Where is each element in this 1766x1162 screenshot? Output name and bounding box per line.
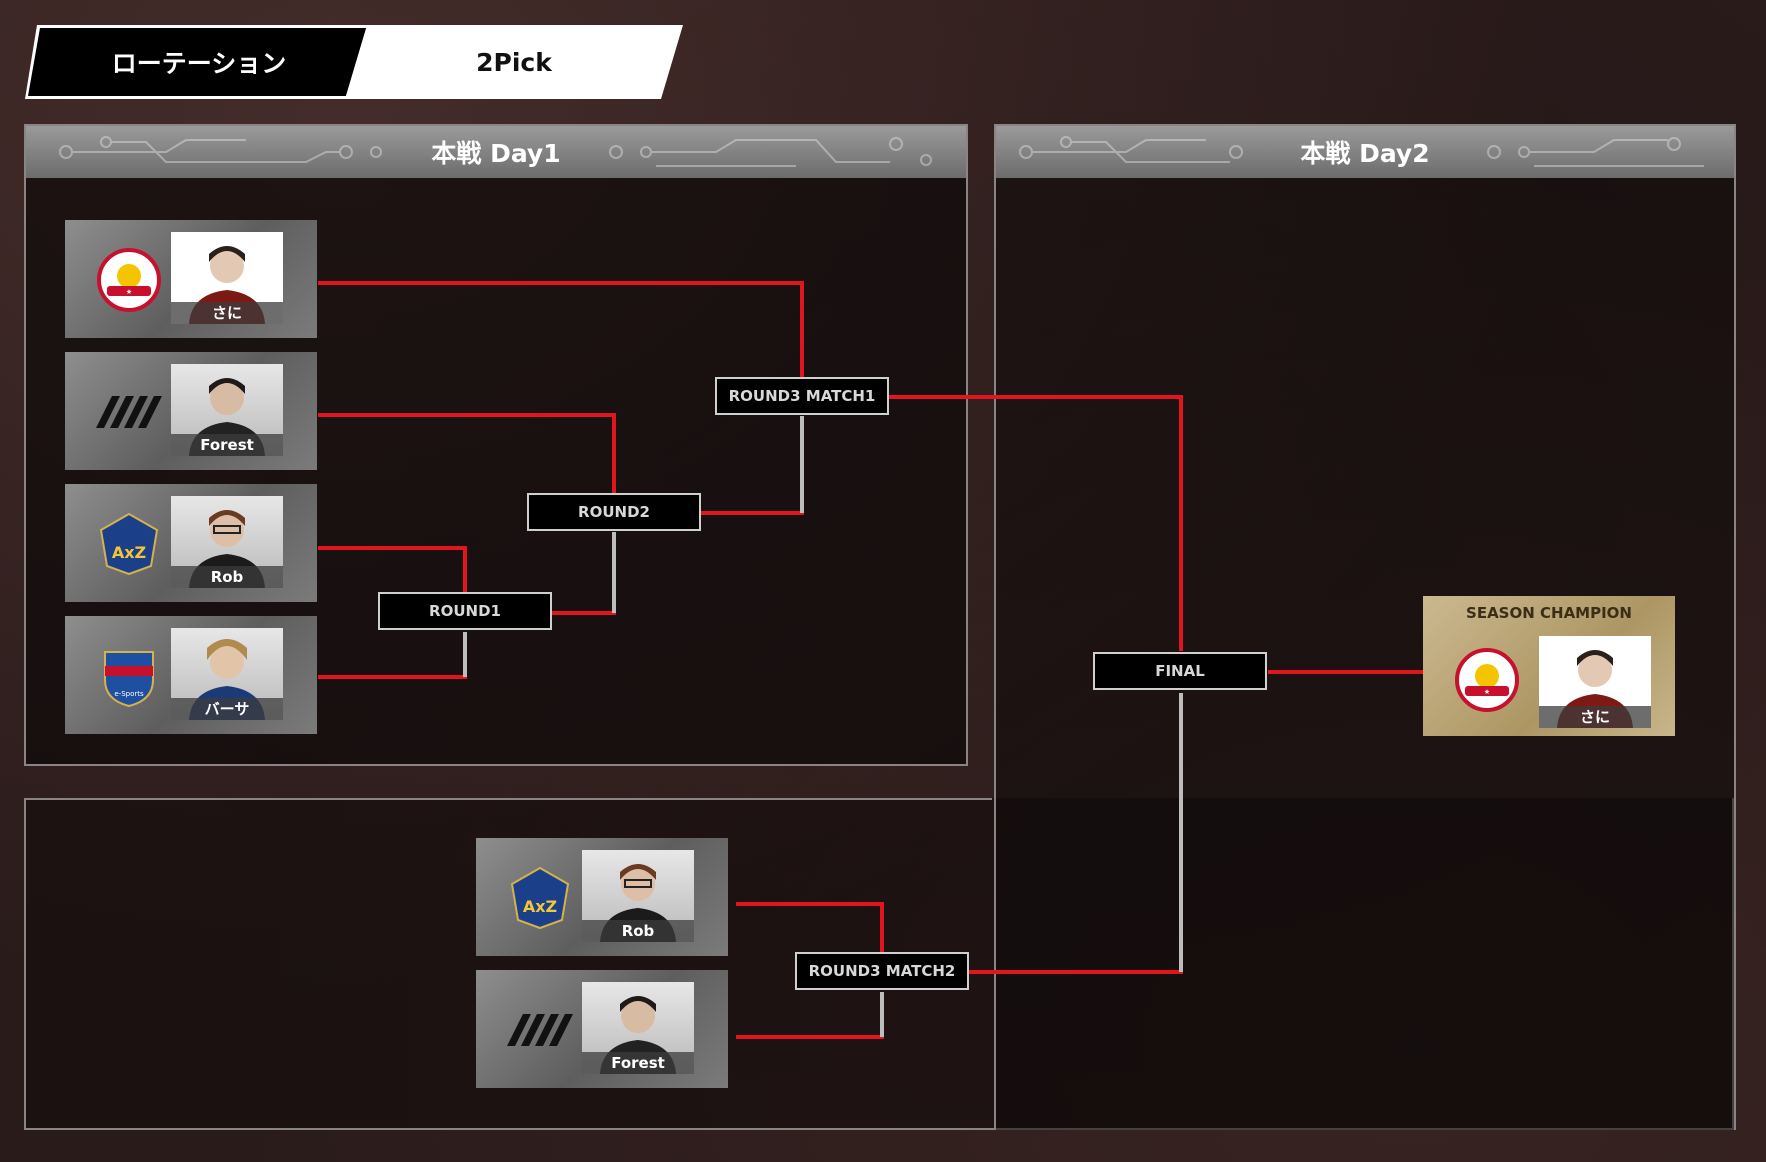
player-card-forest[interactable]: Forest [65, 352, 317, 470]
day1-title: 本戦 Day1 [431, 139, 561, 168]
circuit-decoration [1019, 136, 1243, 163]
player-photo: Forest [171, 364, 283, 456]
svg-text:AxZ: AxZ [112, 543, 146, 562]
player-photo: Forest [582, 982, 694, 1074]
final-box[interactable]: FINAL [1093, 652, 1267, 690]
round3-match2-box[interactable]: ROUND3 MATCH2 [795, 952, 969, 990]
player-photo: さに [1539, 636, 1651, 728]
babystar-logo: ★ [1445, 648, 1529, 712]
player-card-forest-lower[interactable]: Forest [476, 970, 728, 1088]
axiz-logo: AxZ [87, 512, 171, 576]
player-name: Forest [171, 434, 283, 456]
svg-text:★: ★ [1484, 688, 1490, 696]
mode-tabs: ローテーション 2Pick [25, 25, 683, 99]
player-card-sani[interactable]: ★ さに [65, 220, 317, 338]
stripes-logo [87, 380, 171, 444]
season-champion-label: SEASON CHAMPION [1466, 604, 1632, 622]
svg-text:AxZ: AxZ [523, 897, 557, 916]
circuit-decoration [609, 137, 932, 167]
round1-box[interactable]: ROUND1 [378, 592, 552, 630]
axiz-logo: AxZ [498, 866, 582, 930]
svg-text:★: ★ [126, 288, 132, 296]
player-photo: Rob [171, 496, 283, 588]
tab-rotation[interactable] [25, 25, 373, 99]
day2-title: 本戦 Day2 [1300, 139, 1430, 168]
champion-name: さに [1539, 706, 1651, 728]
round3-match1-box[interactable]: ROUND3 MATCH1 [715, 377, 889, 415]
svg-text:e-Sports: e-Sports [114, 690, 144, 698]
player-name: さに [171, 302, 283, 324]
player-card-basa[interactable]: e-Sports バーサ [65, 616, 317, 734]
tab-rotation-label: ローテーション [111, 49, 287, 78]
tab-2pick[interactable]: 2Pick [345, 25, 683, 99]
player-name: Rob [582, 920, 694, 942]
babystar-logo: ★ [87, 248, 171, 312]
player-name: Forest [582, 1052, 694, 1074]
player-photo: バーサ [171, 628, 283, 720]
player-photo: さに [171, 232, 283, 324]
player-name: バーサ [171, 698, 283, 720]
season-champion-card[interactable]: SEASON CHAMPION ★ さに [1423, 596, 1675, 736]
circuit-decoration [1487, 137, 1704, 167]
circuit-decoration [59, 136, 382, 163]
stripes-logo [498, 998, 582, 1062]
day1-header: 本戦 Day1 [26, 126, 966, 178]
player-card-rob-lower[interactable]: AxZ Rob [476, 838, 728, 956]
round2-box[interactable]: ROUND2 [527, 493, 701, 531]
player-photo: Rob [582, 850, 694, 942]
day2-header: 本戦 Day2 [996, 126, 1734, 178]
marinos-logo: e-Sports [87, 644, 171, 708]
player-card-rob[interactable]: AxZ Rob [65, 484, 317, 602]
player-name: Rob [171, 566, 283, 588]
